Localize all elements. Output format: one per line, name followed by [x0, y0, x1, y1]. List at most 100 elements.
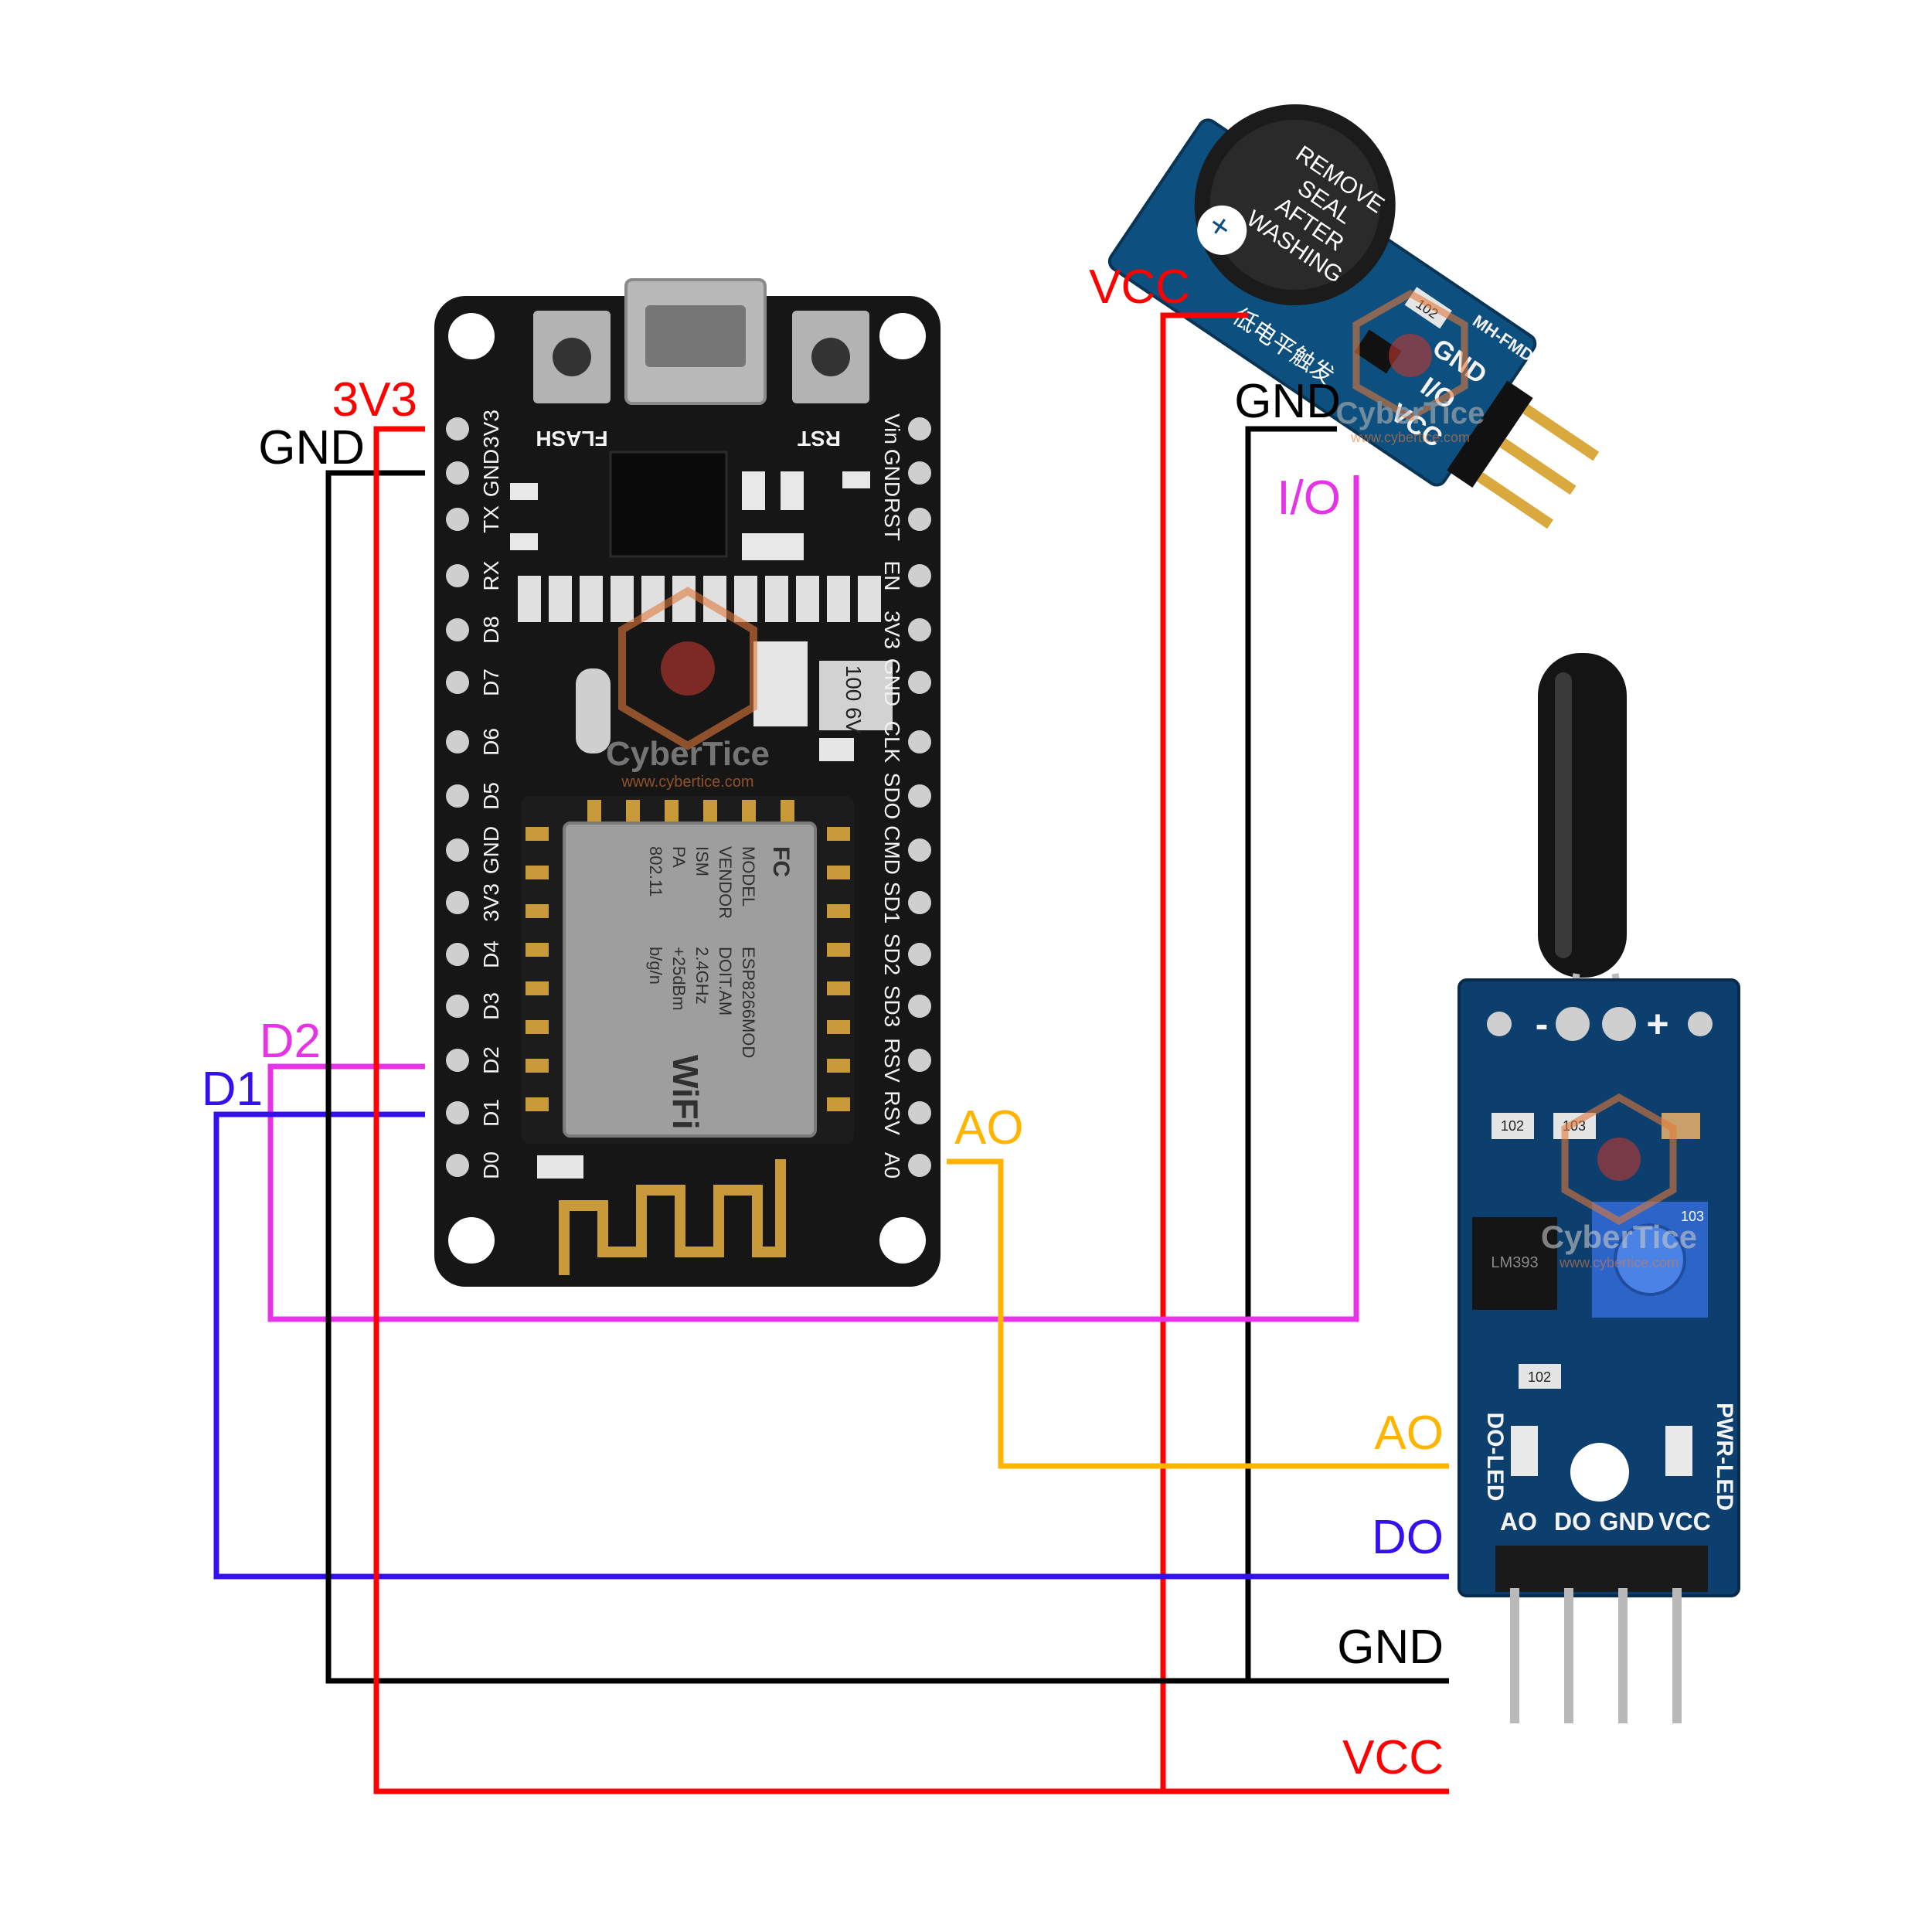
label-do-tilt: DO [1372, 1511, 1444, 1564]
sound-module: + REMOVE SEAL AFTER WASHING 102 低电平触发 GN… [1107, 104, 1600, 529]
mount-hole-tl [448, 313, 495, 359]
wire-io-to-d2 [267, 475, 1359, 1322]
tilt-pot-knob [1614, 1223, 1686, 1296]
label-vcc-sound: VCC [1089, 260, 1190, 314]
watermark-hexagon [618, 587, 757, 750]
fc-mark: FC [768, 846, 794, 877]
label-d1: D1 [202, 1063, 263, 1116]
sound-header-housing [1447, 380, 1533, 488]
wire-d1-to-do [213, 1111, 1449, 1580]
tilt-pad-right [1688, 1012, 1713, 1036]
watermark-nodemcu: CyberTice www.cybertice.com [606, 587, 770, 791]
module-line-10: b/g/n [646, 947, 665, 985]
left-pin-label-13: D2 [479, 1046, 503, 1074]
tilt-pin-vcc [1672, 1588, 1682, 1723]
tilt-pin-label-gnd: GND [1599, 1508, 1654, 1536]
tilt-ic-label: LM393 [1491, 1254, 1538, 1271]
usb-port-opening [645, 305, 746, 367]
right-pin-label-7: CLK [880, 721, 904, 764]
left-pin-label-2: GND [479, 449, 503, 497]
left-pin-label-5: D8 [479, 616, 503, 644]
watermark-url: www.cybertice.com [1559, 1255, 1679, 1270]
nodemcu-left-pins: 3V3 GND TX RX D8 D7 D6 D5 GND 3V3 D4 D3 … [446, 410, 503, 1179]
esp12-can-markings: FC MODEL VENDOR ISM PA 802.11 ESP8266MOD… [646, 846, 794, 1130]
flash-silk-label: FLASH [536, 427, 607, 451]
header-pad-row [518, 576, 881, 622]
sound-mount-hole [1197, 205, 1247, 255]
tilt-comparator-ic [1472, 1217, 1557, 1310]
left-pin-label-4: RX [479, 560, 503, 590]
label-gnd-tilt: GND [1337, 1621, 1444, 1674]
watermark-hexagon [1561, 1093, 1677, 1226]
right-pin-label-2: GND [880, 449, 904, 497]
watermark-hexagon [1352, 289, 1468, 422]
tilt-pin-label-vcc: VCC [1658, 1508, 1711, 1536]
label-gnd-sound: GND [1234, 375, 1341, 428]
wire-labels: 3V3 GND D2 D1 AO VCC GND I/O AO DO GND V… [202, 260, 1444, 1784]
right-pin-label-6: GND [880, 658, 904, 706]
tilt-resistor-3-code: 102 [1528, 1369, 1551, 1385]
rst-silk-label: RST [798, 427, 841, 451]
buzzer-top [1209, 120, 1380, 291]
right-pin-label-11: SD2 [880, 934, 904, 975]
do-led [1511, 1426, 1538, 1476]
esp12-shield-can [563, 821, 817, 1138]
wire-a0-to-ao [947, 1158, 1449, 1469]
tilt-header-housing [1495, 1546, 1708, 1592]
tilt-resistor-3 [1519, 1364, 1561, 1389]
tilt-switch-highlight [1555, 672, 1572, 958]
esp12-module: FC MODEL VENDOR ISM PA 802.11 ESP8266MOD… [522, 796, 854, 1275]
left-pin-label-7: D6 [479, 728, 503, 756]
watermark-sound: CyberTice www.cybertice.com [1336, 289, 1485, 445]
left-pin-label-6: D7 [479, 668, 503, 696]
pwr-led [1665, 1426, 1692, 1476]
pcb-antenna [559, 1159, 786, 1275]
watermark-core [1389, 334, 1432, 377]
module-line-2: VENDOR [716, 846, 735, 919]
left-pin-label-14: D1 [479, 1099, 503, 1127]
tilt-module: - + 102 103 LM393 103 102 DO-LED PWR-LED… [1458, 653, 1740, 1723]
watermark-url: www.cybertice.com [621, 774, 753, 791]
wires [213, 312, 1449, 1794]
tilt-mount-hole [1570, 1443, 1629, 1502]
sound-transistor [1354, 329, 1402, 374]
right-pin-label-15: A0 [880, 1152, 904, 1179]
left-pin-label-15: D0 [479, 1151, 503, 1179]
tilt-pad-left [1487, 1012, 1512, 1036]
tilt-resistor-1-code: 102 [1501, 1118, 1524, 1134]
tilt-pot-code: 103 [1681, 1209, 1704, 1224]
watermark-brand: CyberTice [1541, 1219, 1697, 1255]
left-pin-label-1: 3V3 [479, 410, 503, 448]
tilt-pad-pos [1602, 1007, 1636, 1041]
tilt-polarity-neg: - [1536, 1002, 1549, 1046]
status-led [537, 1155, 583, 1179]
do-led-label: DO-LED [1482, 1413, 1508, 1502]
label-gnd-nodemcu: GND [258, 421, 365, 474]
usb-uart-chip [609, 451, 728, 558]
label-vcc-tilt: VCC [1342, 1731, 1444, 1784]
nodemcu-board: FLASH RST 1 [434, 278, 940, 1287]
sound-pin-vcc [1476, 472, 1553, 529]
watermark-url: www.cybertice.com [1350, 430, 1470, 445]
mount-hole-bl [448, 1217, 495, 1264]
left-pin-label-11: D4 [479, 940, 503, 968]
label-3v3: 3V3 [332, 373, 417, 427]
tilt-pin-do [1564, 1588, 1573, 1723]
module-line-9: +25dBm [669, 947, 689, 1011]
nodemcu-right-pins: Vin GND RST EN 3V3 GND CLK SDO CMD SD1 S… [880, 413, 931, 1179]
tilt-pin-ao [1510, 1588, 1519, 1723]
left-pin-label-10: 3V3 [479, 883, 503, 922]
tilt-resistor-1 [1492, 1113, 1534, 1139]
module-line-8: 2.4GHz [692, 947, 712, 1005]
wifi-logo-text: WiFi [665, 1055, 706, 1130]
wire-3v3-main [373, 426, 1449, 1794]
capacitor-label: 100 6V [842, 665, 866, 734]
flash-button-cap [553, 338, 591, 376]
label-ao-nodemcu: AO [954, 1101, 1024, 1155]
capacitor [819, 661, 893, 730]
tilt-switch-body [1538, 653, 1627, 978]
left-pin-label-8: D5 [479, 782, 503, 810]
mount-hole-br [879, 1217, 926, 1264]
right-pin-label-3: RST [880, 498, 904, 541]
